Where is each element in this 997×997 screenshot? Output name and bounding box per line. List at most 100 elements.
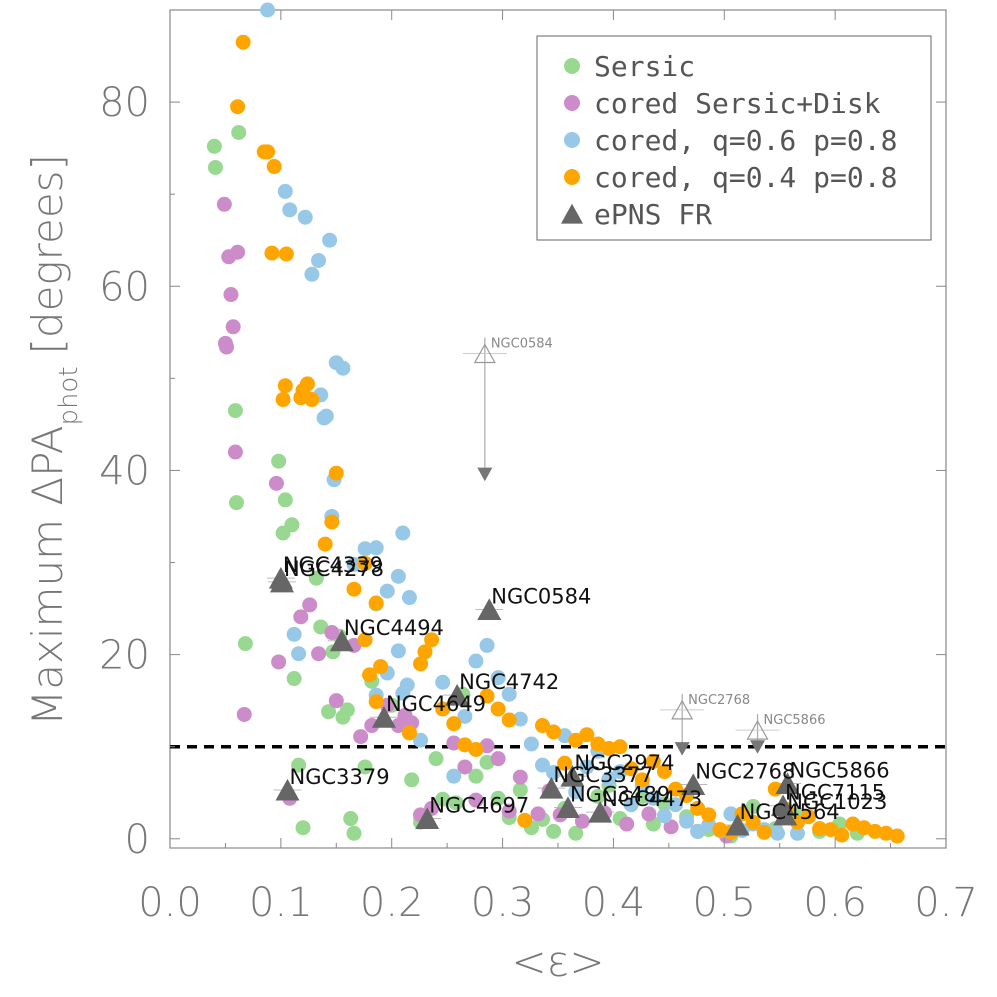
ephns-label: NGC2974 [574, 751, 674, 775]
data-point [343, 811, 359, 827]
data-point [304, 392, 320, 408]
x-axis-title: <ε> [511, 937, 604, 986]
ephns-marker [560, 765, 585, 787]
data-point [801, 809, 817, 825]
data-point [206, 138, 222, 154]
y-tick-label: 40 [99, 448, 150, 494]
data-point [534, 757, 550, 773]
data-point [867, 823, 883, 839]
data-point [297, 209, 313, 225]
data-point [889, 828, 905, 844]
ephns-marker [773, 803, 798, 826]
data-point [501, 712, 517, 728]
data-point [701, 807, 717, 823]
data-point [368, 540, 384, 556]
data-point [317, 536, 333, 552]
data-point [679, 813, 695, 829]
data-point [634, 788, 650, 804]
data-point [641, 806, 657, 822]
data-point [223, 287, 239, 303]
legend-label: cored Sersic+Disk [594, 87, 881, 120]
ephns-marker [681, 773, 706, 795]
data-point [619, 816, 635, 832]
legend-label: cored, q=0.4 p=0.8 [594, 161, 897, 194]
data-point [479, 637, 495, 653]
upper-limit-label: NGC0584 [491, 336, 553, 351]
y-tick-label: 60 [99, 264, 150, 310]
ephns-label: NGC3489 [570, 782, 670, 806]
upper-limit-arrow [750, 740, 766, 754]
ephns-label: NGC1023 [787, 790, 887, 814]
data-point [723, 806, 739, 822]
legend-marker [564, 132, 580, 148]
data-point [523, 736, 539, 752]
data-point [335, 360, 351, 376]
data-point [457, 708, 473, 724]
data-point [264, 245, 280, 261]
data-point [490, 751, 506, 767]
upper-limit-label: NGC5866 [764, 713, 826, 728]
x-tick-label: 0.0 [138, 880, 202, 926]
data-point [668, 781, 684, 797]
data-point [468, 792, 484, 808]
data-point [353, 729, 369, 745]
data-point [236, 706, 252, 722]
ephns-marker [275, 778, 300, 801]
data-point [557, 755, 573, 771]
data-point [468, 741, 484, 757]
data-point [390, 568, 406, 584]
data-point [401, 725, 417, 741]
data-point [271, 654, 287, 670]
data-point [346, 556, 362, 572]
data-point [379, 583, 395, 599]
ephns-label: NGC4494 [344, 616, 444, 640]
data-point [357, 632, 373, 648]
ephns-label: NGC4473 [602, 787, 702, 811]
data-point [277, 378, 293, 394]
data-point [299, 376, 315, 392]
data-point [745, 814, 761, 830]
data-point [225, 319, 241, 335]
data-point [277, 492, 293, 508]
data-point [656, 764, 672, 780]
data-point [207, 159, 223, 175]
data-point [512, 711, 528, 727]
data-point [313, 619, 329, 635]
ephns-label: NGC2768 [695, 759, 795, 783]
data-point [501, 686, 517, 702]
data-point [645, 790, 661, 806]
data-point [417, 644, 433, 660]
data-point [357, 541, 373, 557]
data-point [368, 694, 384, 710]
ephns-label: NGC5866 [789, 759, 889, 783]
data-point [339, 702, 355, 718]
ephns-marker [725, 813, 750, 836]
data-point [260, 2, 276, 18]
data-point [346, 825, 362, 841]
data-point [612, 739, 628, 755]
ephns-label: NGC4742 [459, 670, 559, 694]
upper-limit-label: NGC2768 [688, 693, 750, 708]
data-point [546, 764, 562, 780]
data-point [328, 693, 344, 709]
upper-limit-marker [671, 699, 694, 720]
data-point [227, 403, 243, 419]
data-point [479, 688, 495, 704]
data-point [424, 632, 440, 648]
data-point [322, 232, 338, 248]
ephns-marker [445, 683, 470, 706]
legend-marker [564, 169, 580, 185]
ephns-marker [477, 598, 502, 620]
ephns-marker [371, 706, 396, 728]
data-point [512, 782, 528, 798]
data-point [286, 626, 302, 642]
upper-limit-arrow [477, 467, 493, 482]
data-point [282, 202, 298, 218]
legend-label: Sersic [594, 50, 695, 83]
ephns-marker [588, 800, 613, 823]
data-point [230, 244, 246, 260]
x-tick-label: 0.3 [471, 880, 535, 926]
data-point [623, 761, 639, 777]
data-point [789, 814, 805, 830]
